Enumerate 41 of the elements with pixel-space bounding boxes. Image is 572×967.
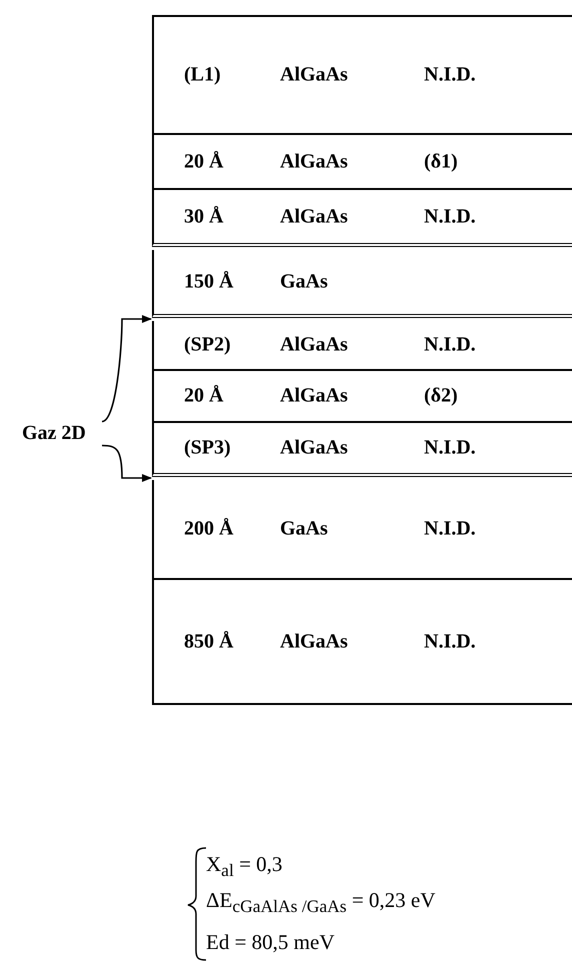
layer-label: AlGaAs: [280, 630, 348, 653]
layer-label: AlGaAs: [280, 334, 348, 356]
layer-label: 150 Å: [184, 270, 234, 294]
equation-text: ΔE$_{c}$$_{GaAlAs /GaAs}$ = 0,23 eV: [206, 888, 436, 918]
layer-label: N.I.D.: [424, 518, 476, 540]
arrow: [102, 444, 152, 482]
region-label: Gaz 2D: [22, 422, 100, 445]
layer-label: N.I.D.: [424, 436, 476, 460]
layer-label: 200 Å: [184, 518, 234, 540]
layer-band: [152, 423, 572, 477]
layer-label: (δ1): [424, 150, 458, 173]
layer-band: [152, 15, 572, 135]
layer-band: [152, 250, 572, 318]
layer-label: (δ2): [424, 384, 458, 408]
layer-label: (SP3): [184, 436, 231, 460]
layer-label: GaAs: [280, 270, 328, 294]
layer-label: N.I.D.: [424, 64, 476, 86]
layer-label: N.I.D.: [424, 205, 476, 228]
layer-label: N.I.D.: [424, 334, 476, 356]
layer-label: 20 Å: [184, 384, 224, 408]
layer-label: AlGaAs: [280, 384, 348, 408]
layer-label: AlGaAs: [280, 436, 348, 460]
layer-band: [152, 321, 572, 371]
layer-label: 20 Å: [184, 150, 224, 173]
layer-band: [152, 480, 572, 580]
layer-label: GaAs: [280, 518, 328, 540]
layer-band: [152, 135, 572, 190]
layer-label: 30 Å: [184, 205, 224, 228]
layer-label: (SP2): [184, 334, 231, 356]
layer-label: AlGaAs: [280, 64, 348, 86]
equation-text: X$_{al}$ = 0,3: [206, 852, 282, 882]
layer-band: [152, 580, 572, 705]
layer-band: [152, 190, 572, 247]
layer-label: 850 Å: [184, 630, 234, 653]
layer-label: AlGaAs: [280, 205, 348, 228]
layer-label: N.I.D.: [424, 630, 476, 653]
layer-label: AlGaAs: [280, 150, 348, 173]
layer-label: (L1): [184, 64, 221, 86]
arrow: [102, 315, 152, 422]
equation-text: Ed = 80,5 meV: [206, 930, 334, 955]
layer-band: [152, 371, 572, 423]
